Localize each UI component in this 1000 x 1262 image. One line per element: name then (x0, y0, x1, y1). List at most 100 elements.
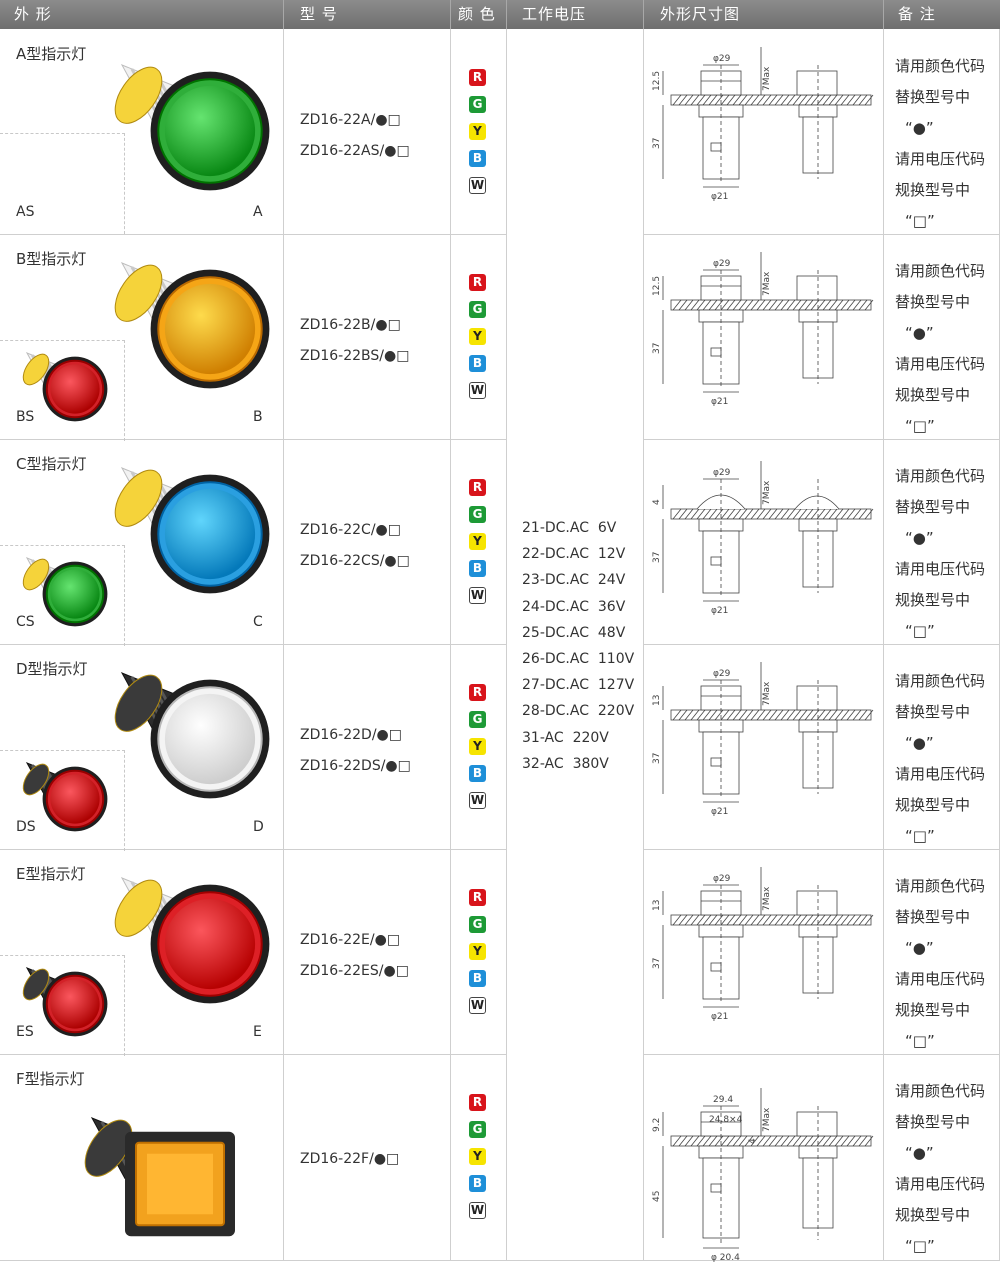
lamp-picture (22, 467, 270, 627)
color-code-Y: Y (469, 1148, 486, 1165)
lamp-image (114, 64, 270, 191)
color-code-R: R (469, 1094, 486, 1111)
note-line: 请用颜色代码 (895, 877, 986, 895)
voltage-item: 32-AC 380V (522, 755, 609, 772)
color-code-B: B (469, 560, 486, 577)
note-line: “●” (905, 939, 934, 957)
voltage-item: 27-DC.AC 127V (522, 677, 635, 694)
color-code-R: R (469, 889, 486, 906)
dim-diameter-bottom: φ 20.4 (711, 1253, 740, 1262)
voltage-item: 25-DC.AC 48V (522, 624, 626, 641)
note-block: 请用颜色代码替换型号中“●”请用电压代码规换型号中“□” (895, 871, 995, 1057)
note-line: 请用电压代码 (895, 560, 986, 578)
note-line: 请用颜色代码 (895, 1082, 986, 1100)
note-line: 请用电压代码 (895, 355, 986, 373)
left-label: DS (16, 819, 36, 835)
note-line: “□” (905, 212, 935, 230)
lamp-picture (22, 262, 270, 422)
dim-body-length: 37 (652, 958, 662, 969)
color-code-W: W (469, 177, 486, 194)
note-line: 规换型号中 (895, 181, 971, 199)
lamp-picture (114, 64, 270, 191)
header-model: 型 号 (300, 5, 338, 23)
note-line: 请用电压代码 (895, 765, 986, 783)
note-line: “●” (905, 529, 934, 547)
note-block: 请用颜色代码替换型号中“●”请用电压代码规换型号中“□” (895, 256, 995, 442)
model-number-s: ZD16-22ES/●□ (300, 963, 409, 979)
dim-max: 7Max (762, 681, 772, 706)
color-code-W: W (469, 382, 486, 399)
color-code-B: B (469, 355, 486, 372)
note-line: 替换型号中 (895, 88, 971, 106)
dim-max: 7Max (762, 886, 772, 911)
dim-body-length: 37 (652, 753, 662, 764)
note-line: “□” (905, 622, 935, 640)
lamp-picture (22, 877, 270, 1037)
small-variant-frame (0, 750, 125, 851)
dim-diameter-top: 29.4 (713, 1095, 733, 1105)
lamp-image (22, 967, 108, 1037)
small-variant-frame (0, 955, 125, 1056)
color-code-G: G (469, 301, 486, 318)
small-variant-frame (0, 340, 125, 441)
note-line: 请用颜色代码 (895, 262, 986, 280)
color-code-G: G (469, 916, 486, 933)
dim-head-height: 13 (652, 695, 662, 706)
note-block: 请用颜色代码替换型号中“●”请用电压代码规换型号中“□” (895, 666, 995, 852)
color-code-B: B (469, 970, 486, 987)
lamp-image (84, 1117, 235, 1237)
note-line: 替换型号中 (895, 1113, 971, 1131)
row-title: F型指示灯 (16, 1070, 85, 1088)
dim-max: 7Max (762, 66, 772, 91)
dim-diameter-bottom: φ21 (711, 192, 728, 202)
note-line: 规换型号中 (895, 1001, 971, 1019)
header-shape: 外 形 (14, 5, 52, 23)
right-label: A (253, 204, 263, 220)
row-title: C型指示灯 (16, 455, 87, 473)
dim-head-2: 4 (748, 1138, 758, 1144)
lamp-image (114, 262, 270, 389)
color-code-G: G (469, 1121, 486, 1138)
note-line: 替换型号中 (895, 293, 971, 311)
note-line: 规换型号中 (895, 796, 971, 814)
dim-diameter-bottom: φ21 (711, 606, 728, 616)
dim-max: 7Max (762, 271, 772, 296)
dim-head-height: 12.5 (652, 276, 662, 296)
note-line: “●” (905, 734, 934, 752)
color-code-G: G (469, 506, 486, 523)
color-code-B: B (469, 150, 486, 167)
dim-head-height: 13 (652, 900, 662, 911)
color-code-R: R (469, 479, 486, 496)
model-number-s: ZD16-22CS/●□ (300, 553, 410, 569)
model-number-s: ZD16-22DS/●□ (300, 758, 411, 774)
model-number: ZD16-22B/●□ (300, 317, 401, 333)
note-line: 替换型号中 (895, 703, 971, 721)
voltage-item: 21-DC.AC 6V (522, 520, 617, 536)
color-code-Y: Y (469, 943, 486, 960)
note-block: 请用颜色代码替换型号中“●”请用电压代码规换型号中“□” (895, 51, 995, 237)
note-block: 请用颜色代码替换型号中“●”请用电压代码规换型号中“□” (895, 461, 995, 647)
dimension-drawing (662, 1088, 874, 1249)
lamp-image (22, 352, 108, 422)
voltage-item: 31-AC 220V (522, 729, 609, 746)
voltage-item: 23-DC.AC 24V (522, 572, 626, 589)
note-line: 请用电压代码 (895, 1175, 986, 1193)
dim-head-height: 4 (652, 499, 662, 505)
header-color: 颜 色 (458, 5, 496, 23)
note-block: 请用颜色代码替换型号中“●”请用电压代码规换型号中“□” (895, 1076, 995, 1262)
dim-diameter-top: φ29 (713, 874, 731, 884)
note-line: “●” (905, 324, 934, 342)
model-number-s: ZD16-22BS/●□ (300, 348, 410, 364)
color-code-G: G (469, 711, 486, 728)
note-line: “□” (905, 1237, 935, 1255)
right-label: B (253, 409, 263, 425)
note-line: 规换型号中 (895, 1206, 971, 1224)
color-code-Y: Y (469, 738, 486, 755)
dim-diameter-top: φ29 (713, 54, 731, 64)
dimension-drawing (662, 867, 874, 1008)
